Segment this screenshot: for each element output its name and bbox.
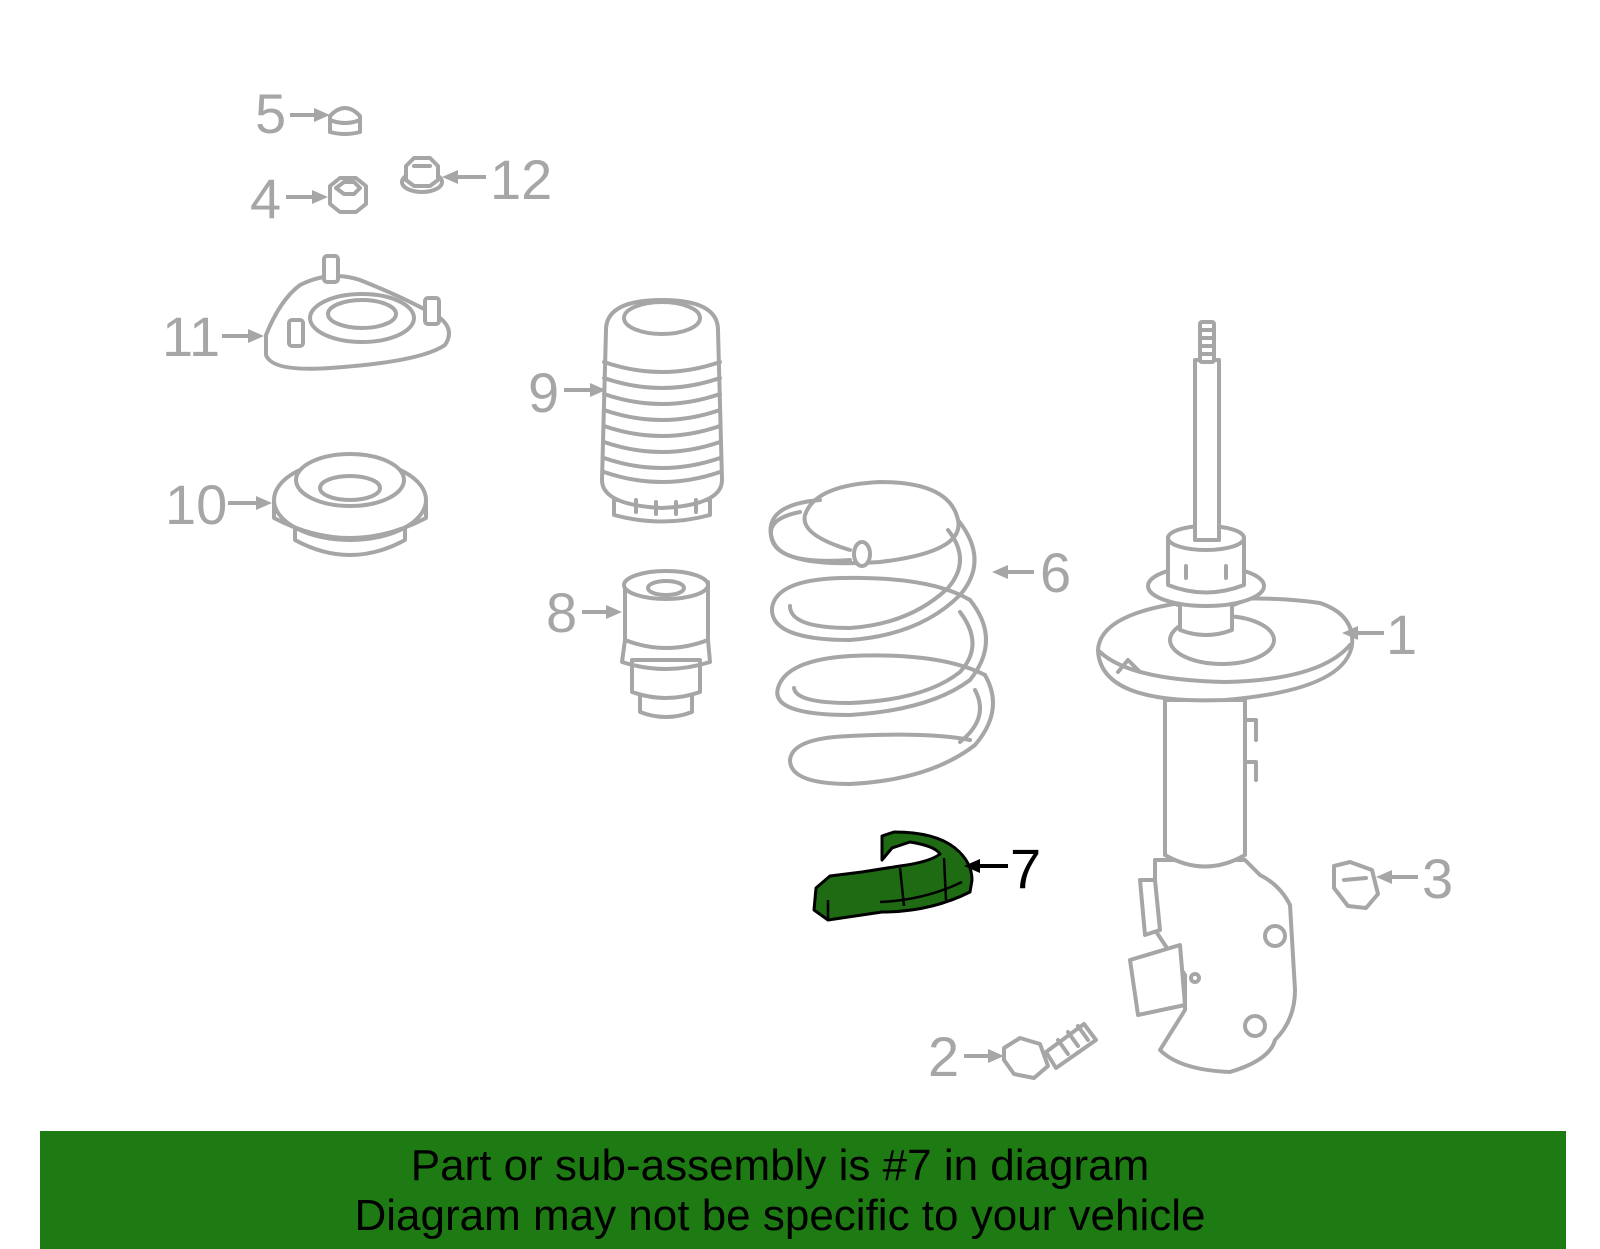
part-6-coil-spring[interactable] <box>768 480 995 786</box>
callout-12-arrowhead <box>442 170 458 184</box>
callout-6[interactable]: 6 <box>992 541 1071 604</box>
part-4-nut[interactable] <box>328 176 368 214</box>
callout-5-arrowhead <box>314 108 330 122</box>
part-7-spring-insulator[interactable] <box>812 830 974 922</box>
callout-4-label: 4 <box>250 167 281 230</box>
callout-10-arrowhead <box>256 496 272 510</box>
callout-2-label: 2 <box>928 1025 959 1088</box>
callout-11-label: 11 <box>162 305 220 368</box>
part-11-strut-mount[interactable] <box>264 254 451 371</box>
part-3-flange-nut[interactable] <box>1332 860 1380 910</box>
callout-7-arrowhead <box>964 859 980 873</box>
callout-12[interactable]: 12 <box>442 148 552 211</box>
part-8-bump-stop[interactable] <box>620 569 712 719</box>
part-10-spring-seat[interactable] <box>272 452 428 557</box>
part-9-dust-boot[interactable] <box>600 298 724 524</box>
callout-4-arrowhead <box>312 190 328 204</box>
callout-3[interactable]: 3 <box>1376 847 1453 910</box>
notice-banner: Part or sub-assembly is #7 in diagram Di… <box>40 1131 1566 1249</box>
callout-8-label: 8 <box>546 581 577 644</box>
callout-1-label: 1 <box>1386 603 1417 666</box>
callout-5[interactable]: 5 <box>255 82 330 145</box>
callout-9[interactable]: 9 <box>528 361 606 424</box>
callout-10[interactable]: 10 <box>165 473 272 536</box>
callout-2-arrowhead <box>988 1049 1004 1063</box>
callout-1-arrowhead <box>1342 626 1358 640</box>
callout-9-arrowhead <box>590 383 606 397</box>
banner-disclaimer-line: Diagram may not be specific to your vehi… <box>354 1191 1206 1240</box>
callout-3-arrowhead <box>1376 870 1392 884</box>
callout-2[interactable]: 2 <box>928 1025 1004 1088</box>
callout-7[interactable]: 7 <box>964 837 1041 900</box>
part-5-cap[interactable] <box>328 106 362 136</box>
part-12-flange-nut[interactable] <box>400 156 444 194</box>
callout-11-arrowhead <box>248 329 264 343</box>
callout-6-label: 6 <box>1040 541 1071 604</box>
callout-6-arrowhead <box>992 565 1008 579</box>
callout-7-label: 7 <box>1010 837 1041 900</box>
callout-1[interactable]: 1 <box>1342 603 1417 666</box>
part-2-bolt[interactable] <box>1002 1022 1098 1080</box>
callout-5-label: 5 <box>255 82 286 145</box>
callout-12-label: 12 <box>490 148 552 211</box>
callout-4[interactable]: 4 <box>250 167 328 230</box>
callout-11[interactable]: 11 <box>162 305 264 368</box>
callout-3-label: 3 <box>1422 847 1453 910</box>
callout-10-label: 10 <box>165 473 227 536</box>
banner-part-line: Part or sub-assembly is #7 in diagram <box>410 1141 1150 1190</box>
callout-8[interactable]: 8 <box>546 581 622 644</box>
callout-9-label: 9 <box>528 361 559 424</box>
callout-8-arrowhead <box>606 605 622 619</box>
part-1-strut-assembly[interactable] <box>1096 320 1355 1074</box>
